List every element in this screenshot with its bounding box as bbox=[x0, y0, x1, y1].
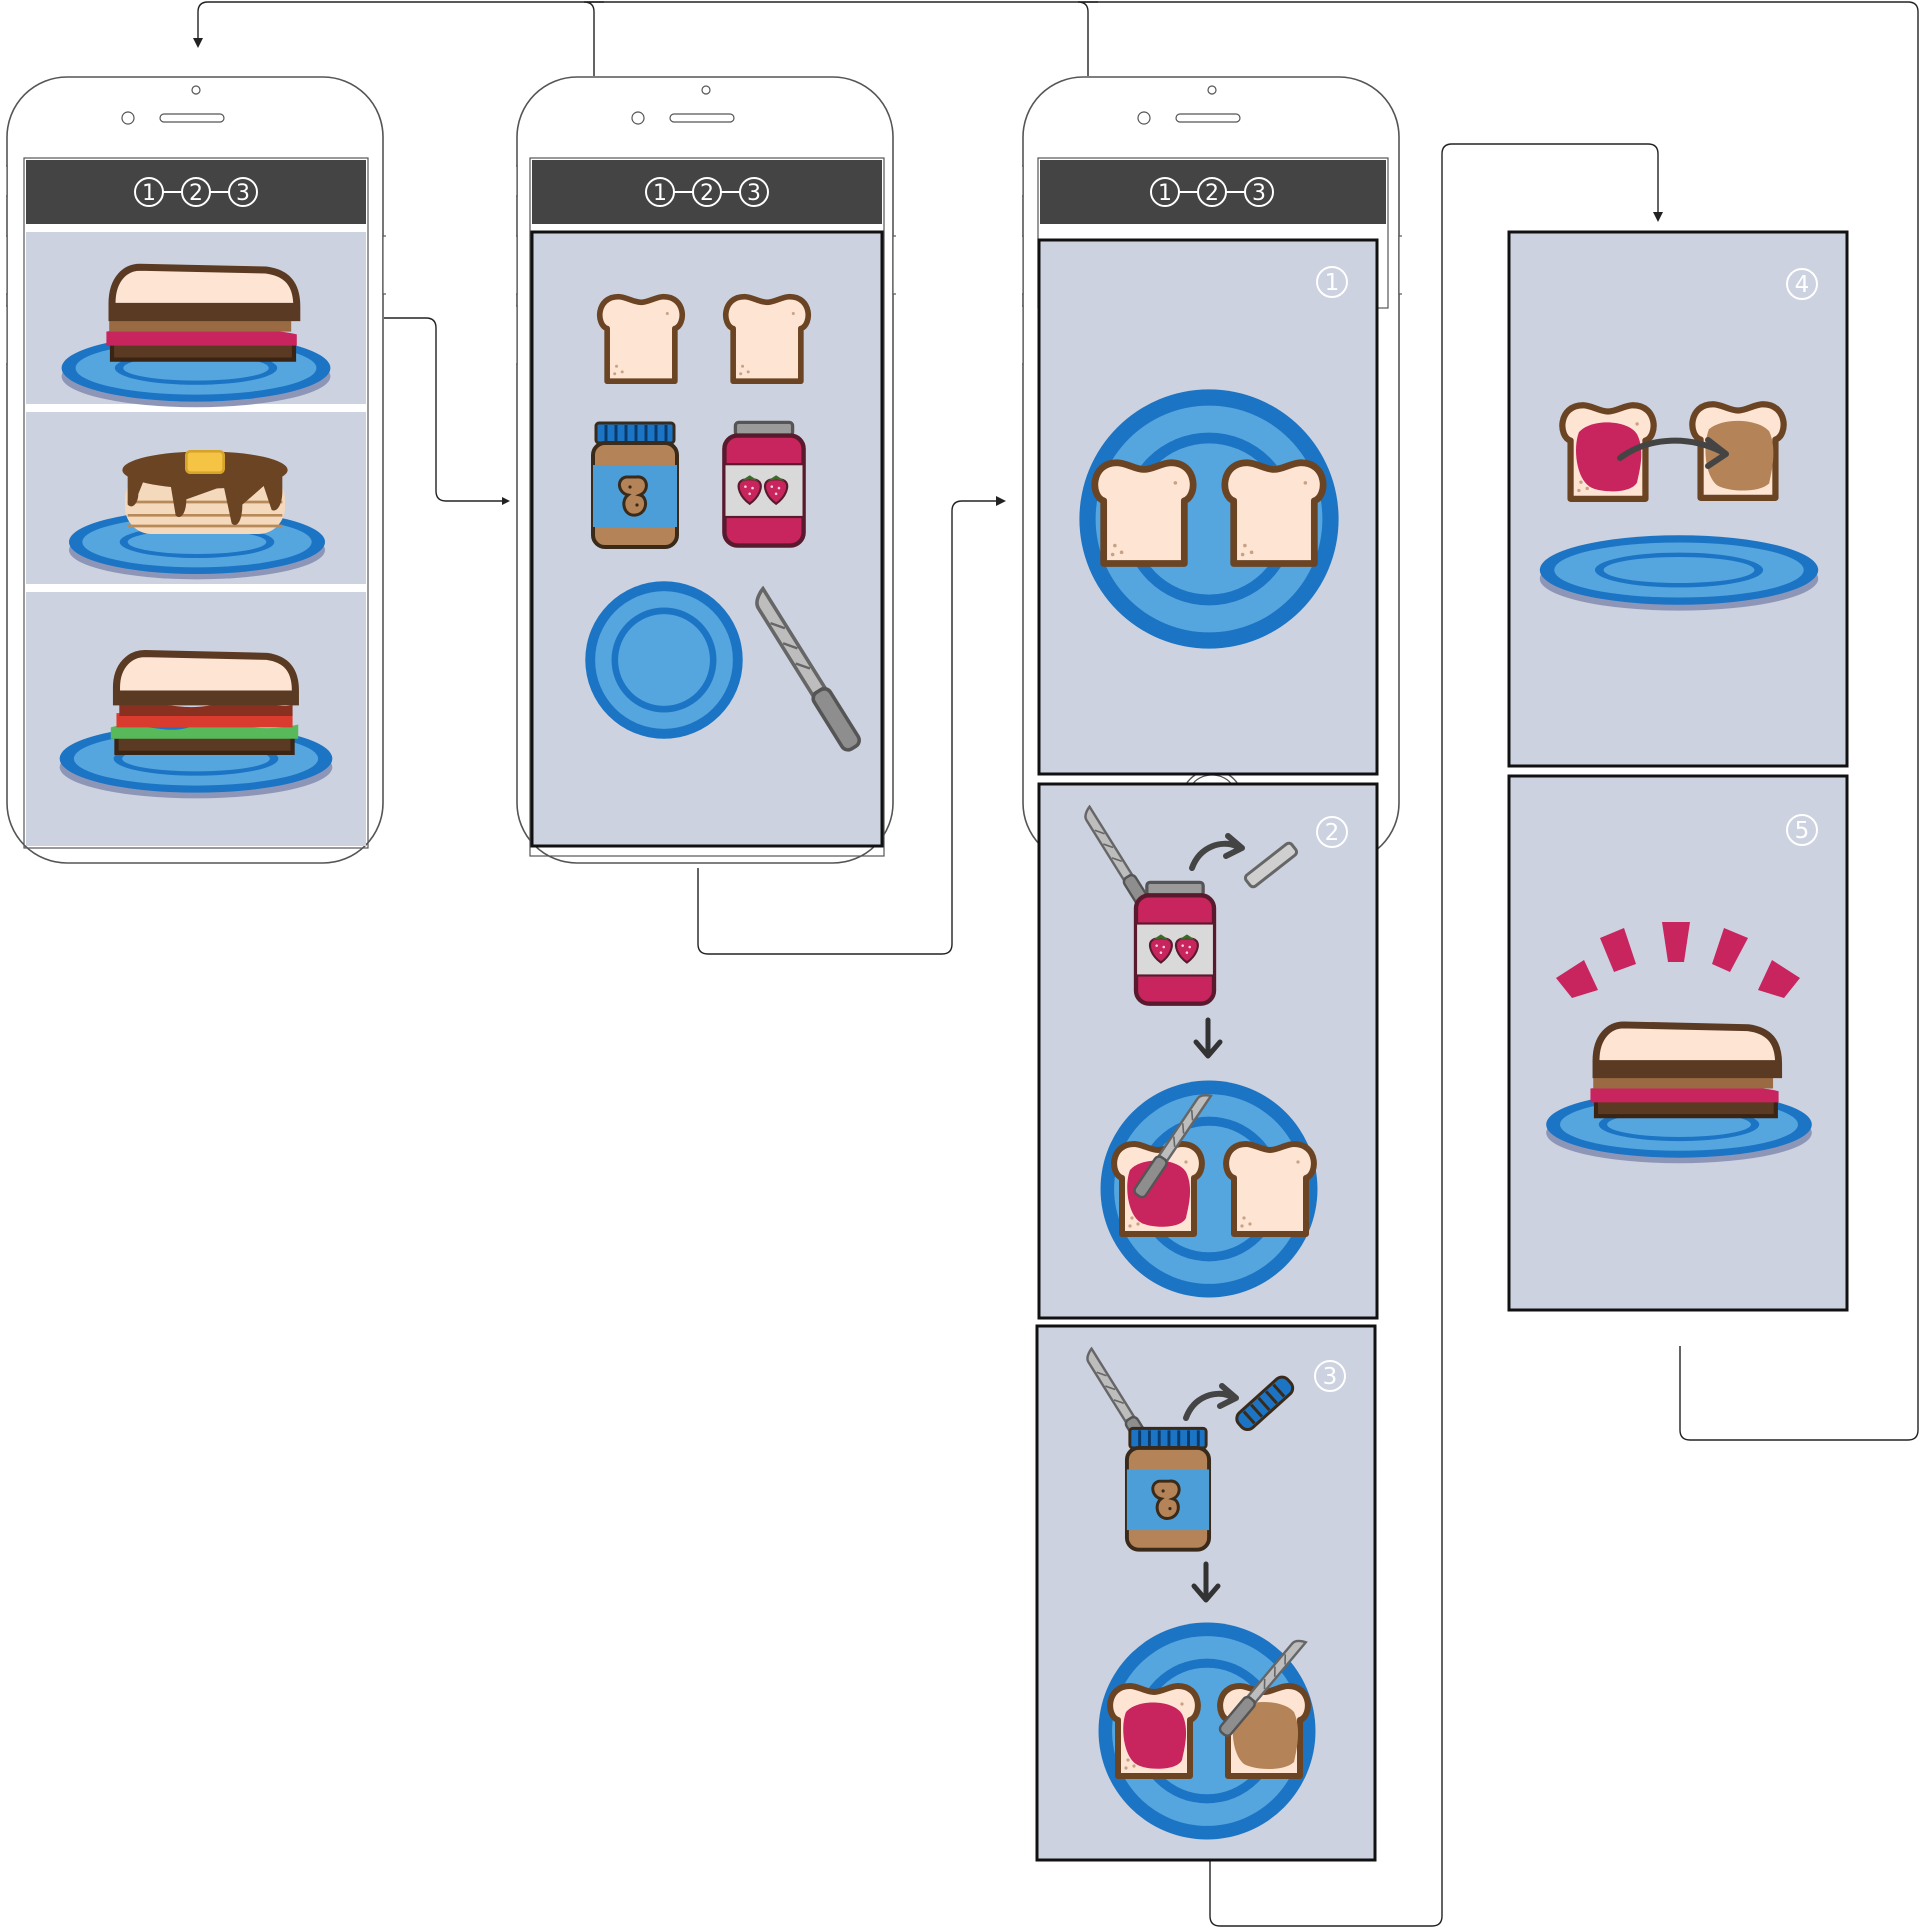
home-button[interactable] bbox=[675, 770, 737, 832]
step-number-badge bbox=[1316, 816, 1348, 848]
step-number-badge bbox=[1316, 266, 1348, 298]
phone-recipe-menu: 1 2 3 bbox=[6, 76, 386, 864]
step-2-dot[interactable] bbox=[181, 177, 211, 207]
recipe-card-pancakes[interactable] bbox=[26, 412, 366, 584]
step-1-dot[interactable] bbox=[1150, 177, 1180, 207]
flow-connectors bbox=[193, 1, 1919, 1927]
peanut-butter-jar-icon bbox=[593, 423, 677, 547]
jelly-jar-icon bbox=[724, 422, 803, 545]
step-3-label: 3 bbox=[747, 181, 761, 206]
connector-phone3-top bbox=[1077, 1, 1098, 76]
step-number-label: 5 bbox=[1795, 818, 1810, 844]
step-1-dot[interactable] bbox=[645, 177, 675, 207]
step-2-dot[interactable] bbox=[1197, 177, 1227, 207]
instruction-panel-4: 4 bbox=[1507, 230, 1849, 768]
down-arrow-icon bbox=[1193, 1017, 1223, 1059]
step-2-label: 2 bbox=[1205, 181, 1219, 206]
instruction-panel-1: 1 bbox=[1037, 238, 1379, 776]
step-3-label: 3 bbox=[1252, 181, 1266, 206]
bread-jelly-icon bbox=[1562, 405, 1653, 499]
step-3-dot[interactable] bbox=[1244, 177, 1274, 207]
connector-ingredients-to-step1 bbox=[697, 496, 1006, 955]
bread-slice-icon bbox=[1226, 1144, 1314, 1234]
connector-step5-to-menu bbox=[193, 1, 1919, 1441]
ingredients-panel bbox=[530, 230, 884, 848]
jelly-jar-icon bbox=[1136, 882, 1214, 1003]
step-1-dot[interactable] bbox=[134, 177, 164, 207]
bread-slice-icon bbox=[1225, 463, 1323, 564]
plate-icon bbox=[1539, 535, 1819, 611]
down-arrow-icon bbox=[1191, 1561, 1221, 1603]
step-indicator: 1 2 3 bbox=[645, 177, 769, 207]
step-number-badge bbox=[1786, 814, 1818, 846]
step-2-label: 2 bbox=[700, 181, 714, 206]
step-1-label: 1 bbox=[142, 181, 156, 206]
step-2-label: 2 bbox=[189, 181, 203, 206]
step-2-dot[interactable] bbox=[692, 177, 722, 207]
celebration-burst-icon bbox=[1556, 922, 1800, 998]
curved-arrow-icon bbox=[1617, 437, 1725, 461]
knife-clean-icon bbox=[1243, 841, 1299, 889]
step-3-dot[interactable] bbox=[228, 177, 258, 207]
step-number-label: 3 bbox=[1323, 1364, 1338, 1390]
instruction-panel-2: 2 bbox=[1037, 782, 1379, 1320]
connector-phone2-top bbox=[583, 1, 604, 76]
step-number-label: 4 bbox=[1795, 272, 1810, 298]
curved-arrow-icon bbox=[1183, 1390, 1233, 1421]
curved-arrow-icon bbox=[1189, 840, 1239, 871]
home-button[interactable] bbox=[165, 770, 227, 832]
step-indicator: 1 2 3 bbox=[134, 177, 258, 207]
recipe-card-blt[interactable] bbox=[26, 592, 366, 846]
step-3-dot[interactable] bbox=[739, 177, 769, 207]
connector-step3-to-step4 bbox=[1209, 143, 1663, 1927]
step-number-badge bbox=[1786, 268, 1818, 300]
step-1-label: 1 bbox=[653, 181, 667, 206]
step-1-label: 1 bbox=[1158, 181, 1172, 206]
knife-pb-icon bbox=[1235, 1375, 1295, 1432]
bread-jelly-icon bbox=[1110, 1686, 1198, 1776]
plate-icon bbox=[585, 581, 743, 739]
bread-slice-icon bbox=[1095, 463, 1193, 564]
step-number-label: 1 bbox=[1325, 270, 1340, 296]
step-number-badge bbox=[1314, 1360, 1346, 1392]
instruction-panel-3: 3 bbox=[1035, 1324, 1377, 1862]
bread-slice-icon bbox=[726, 297, 808, 382]
phone-ingredients: 1 2 3 bbox=[516, 76, 896, 864]
connector-menu-to-ingredients bbox=[384, 317, 510, 505]
peanut-butter-jar-icon bbox=[1124, 1426, 1212, 1552]
instruction-panel-5: 5 bbox=[1507, 774, 1849, 1312]
bread-slice-icon bbox=[600, 297, 682, 382]
recipe-card-pbj[interactable] bbox=[26, 232, 366, 407]
bread-pb-icon bbox=[1692, 404, 1783, 498]
step-indicator: 1 2 3 bbox=[1150, 177, 1274, 207]
step-number-label: 2 bbox=[1325, 820, 1340, 846]
step-3-label: 3 bbox=[236, 181, 250, 206]
